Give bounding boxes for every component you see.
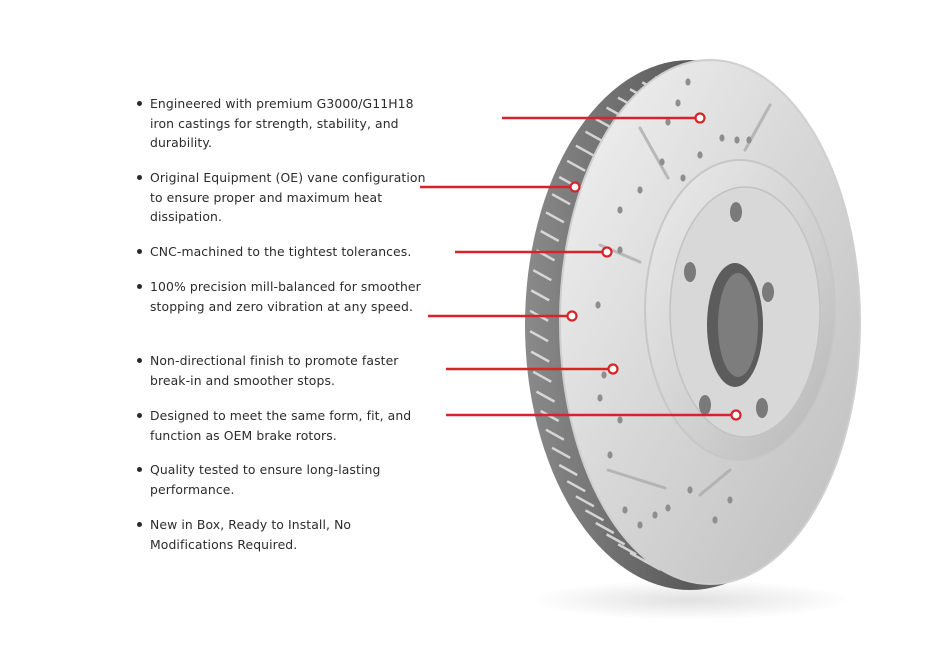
- feature-text: Original Equipment (OE) vane configurati…: [150, 170, 426, 224]
- feature-item-cnc-machined: CNC-machined to the tightest tolerances.: [137, 242, 427, 262]
- callout-marker: [607, 363, 619, 375]
- bullet-dot: [137, 284, 142, 289]
- bullet-dot: [137, 175, 142, 180]
- vane: [530, 350, 550, 363]
- callout-marker: [694, 112, 706, 124]
- bullet-dot: [137, 467, 142, 472]
- drilled-hole: [697, 151, 703, 159]
- drilled-hole: [622, 506, 628, 514]
- vane: [575, 144, 595, 157]
- drilled-hole: [637, 521, 643, 529]
- vane: [558, 463, 578, 477]
- feature-item-ready-to-install: New in Box, Ready to Install, No Modific…: [137, 515, 427, 554]
- callout-lines: [420, 112, 742, 421]
- rotor-drilled-holes: [595, 78, 752, 529]
- bullet-dot: [137, 522, 142, 527]
- vane: [551, 446, 571, 459]
- drilled-hole: [617, 416, 623, 424]
- feature-item-oem-fit: Designed to meet the same form, fit, and…: [137, 406, 427, 445]
- callout-marker: [601, 246, 613, 258]
- bullet-dot: [137, 358, 142, 363]
- feature-text: Quality tested to ensure long-lasting pe…: [150, 462, 381, 497]
- vane: [545, 211, 565, 224]
- vane: [566, 159, 586, 172]
- bullet-dot: [137, 249, 142, 254]
- drilled-hole: [601, 371, 607, 379]
- vane: [617, 543, 637, 556]
- drilled-hole: [607, 451, 613, 459]
- drilled-hole: [680, 174, 686, 182]
- drilled-hole: [659, 158, 665, 166]
- rotor-shadow: [530, 580, 850, 620]
- vane: [532, 269, 552, 282]
- feature-item-quality-tested: Quality tested to ensure long-lasting pe…: [137, 460, 427, 499]
- vane: [545, 428, 565, 441]
- rotor-lug-holes: [684, 202, 774, 418]
- drilled-hole: [727, 496, 733, 504]
- drilled-hole: [685, 78, 691, 86]
- drilled-hole: [617, 246, 623, 254]
- vane: [584, 130, 605, 143]
- vane: [551, 193, 571, 206]
- callout-marker: [566, 310, 578, 322]
- drilled-hole: [665, 504, 671, 512]
- feature-item-vane-configuration: Original Equipment (OE) vane configurati…: [137, 168, 427, 227]
- drilled-hole: [665, 118, 671, 126]
- vane: [530, 289, 550, 302]
- drilled-hole: [712, 516, 718, 524]
- vane: [566, 480, 586, 493]
- feature-text: Designed to meet the same form, fit, and…: [150, 408, 412, 443]
- drilled-hole: [734, 136, 740, 144]
- rotor-center-bore-inner: [718, 273, 758, 377]
- vane: [595, 521, 615, 535]
- vane: [605, 533, 626, 546]
- vane: [575, 495, 595, 508]
- drilled-hole: [746, 136, 752, 144]
- drilled-hole: [719, 134, 725, 142]
- drilled-hole: [675, 99, 681, 107]
- feature-text: 100% precision mill-balanced for smoothe…: [150, 279, 421, 314]
- feature-item-mill-balanced: 100% precision mill-balanced for smoothe…: [137, 277, 427, 316]
- feature-item-castings: Engineered with premium G3000/G11H18 iro…: [137, 94, 427, 153]
- feature-text: New in Box, Ready to Install, No Modific…: [150, 517, 352, 552]
- vane: [529, 330, 549, 343]
- drilled-hole: [595, 301, 601, 309]
- callout-marker: [730, 409, 742, 421]
- drilled-hole: [687, 486, 693, 494]
- vane: [535, 390, 556, 403]
- vane: [540, 229, 560, 243]
- feature-text: Non-directional finish to promote faster…: [150, 353, 399, 388]
- vane: [532, 370, 552, 383]
- vane: [584, 509, 605, 522]
- drilled-hole: [652, 511, 658, 519]
- feature-text: CNC-machined to the tightest tolerances.: [150, 244, 412, 259]
- callout-marker: [569, 181, 581, 193]
- bullet-dot: [137, 101, 142, 106]
- drilled-hole: [597, 394, 603, 402]
- feature-item-finish: Non-directional finish to promote faster…: [137, 351, 427, 390]
- drilled-hole: [637, 186, 643, 194]
- drilled-hole: [617, 206, 623, 214]
- feature-text: Engineered with premium G3000/G11H18 iro…: [150, 96, 414, 150]
- bullet-dot: [137, 413, 142, 418]
